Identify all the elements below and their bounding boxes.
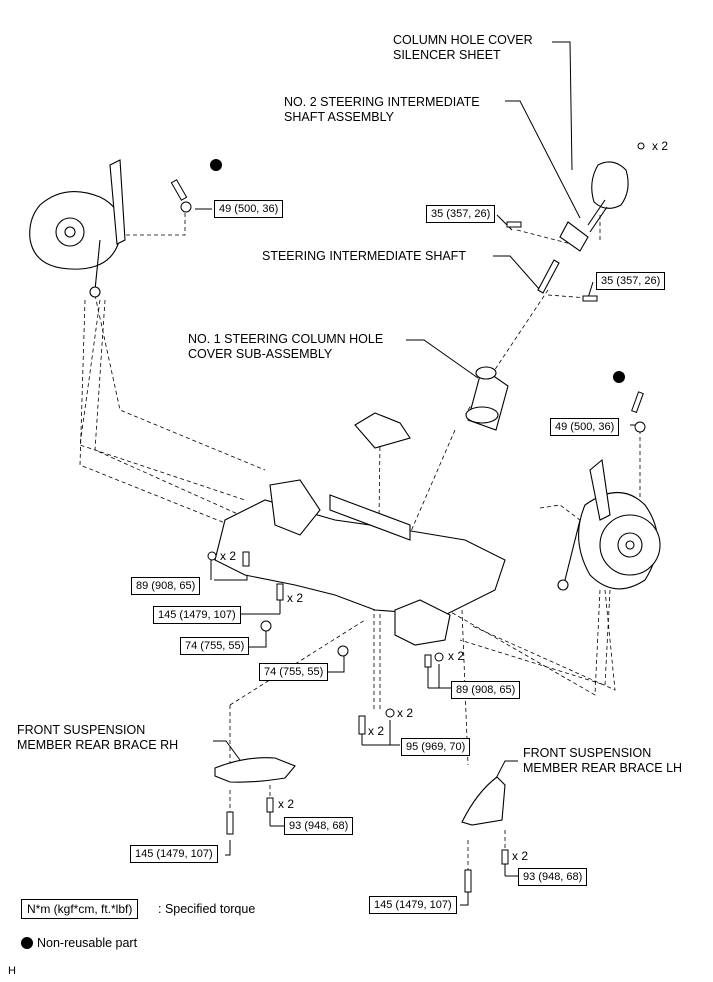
label-line: FRONT SUSPENSION	[17, 723, 146, 737]
torque-95: 95 (969, 70)	[401, 738, 471, 756]
label-line: COVER SUB-ASSEMBLY	[188, 347, 333, 361]
legend-non-reusable-desc: Non-reusable part	[37, 936, 138, 950]
torque-93-lh: 93 (948, 68)	[518, 868, 588, 886]
brace-rh	[214, 757, 296, 783]
fasteners	[170, 142, 646, 893]
non-reusable-dot-right	[613, 371, 625, 383]
torque-145-rh: 145 (1479, 107)	[130, 845, 218, 863]
qty-145-mid: x 2	[287, 591, 304, 605]
legend-torque-unit: N*m (kgf*cm, ft.*lbf)	[21, 899, 139, 919]
torque-145-lh: 145 (1479, 107)	[369, 896, 457, 914]
torque-74-b: 74 (755, 55)	[259, 663, 329, 681]
qty-silencer-clips: x 2	[652, 139, 669, 153]
label-steering-intermediate-shaft: STEERING INTERMEDIATE SHAFT	[262, 249, 466, 264]
torque-49-right: 49 (500, 36)	[550, 418, 620, 436]
qty-93-lh: x 2	[512, 849, 529, 863]
brace-lh	[461, 776, 506, 826]
torque-145-mid: 145 (1479, 107)	[153, 606, 241, 624]
leader-no2-shaft	[505, 100, 581, 219]
label-line: NO. 2 STEERING INTERMEDIATE	[284, 95, 480, 109]
leader-silencer	[552, 41, 573, 171]
footer-code: H	[8, 965, 16, 977]
qty-93-rh: x 2	[278, 797, 295, 811]
torque-35-lower: 35 (357, 26)	[596, 272, 666, 290]
label-line: STEERING INTERMEDIATE SHAFT	[262, 249, 466, 263]
torque-35-upper: 35 (357, 26)	[426, 205, 496, 223]
label-line: MEMBER REAR BRACE RH	[17, 738, 179, 752]
qty-95-upper: x 2	[397, 706, 414, 720]
torque-89-right: 89 (908, 65)	[451, 681, 521, 699]
silencer-sheet	[591, 161, 629, 209]
torque-74-a: 74 (755, 55)	[180, 637, 250, 655]
leader-no1-cover	[406, 339, 479, 379]
label-line: MEMBER REAR BRACE LH	[523, 761, 683, 775]
qty-95-lower: x 2	[368, 724, 385, 738]
label-rear-brace-rh: FRONT SUSPENSION MEMBER REAR BRACE RH	[17, 723, 178, 753]
qty-89-left: x 2	[220, 549, 237, 563]
qty-89-right: x 2	[448, 649, 465, 663]
torque-93-rh: 93 (948, 68)	[284, 817, 354, 835]
label-line: FRONT SUSPENSION	[523, 746, 652, 760]
label-line: NO. 1 STEERING COLUMN HOLE	[188, 332, 384, 346]
leader-int-shaft	[493, 255, 541, 291]
leader-brace-rh	[213, 740, 241, 761]
torque-89-left: 89 (908, 65)	[131, 577, 201, 595]
component-shapes	[29, 159, 661, 826]
torque-49-left: 49 (500, 36)	[214, 200, 284, 218]
label-rear-brace-lh: FRONT SUSPENSION MEMBER REAR BRACE LH	[523, 746, 682, 776]
label-no2-steering-intermediate-shaft: NO. 2 STEERING INTERMEDIATE SHAFT ASSEMB…	[284, 95, 480, 125]
label-no1-steering-column-hole-cover: NO. 1 STEERING COLUMN HOLE COVER SUB-ASS…	[188, 332, 383, 362]
label-line: COLUMN HOLE COVER	[393, 33, 533, 47]
label-column-hole-cover-silencer-sheet: COLUMN HOLE COVER SILENCER SHEET	[393, 33, 533, 63]
legend-non-reusable-dot	[21, 937, 33, 949]
non-reusable-dot-left	[210, 159, 222, 171]
legend-torque-desc: : Specified torque	[158, 902, 256, 916]
label-line: SILENCER SHEET	[393, 48, 501, 62]
label-line: SHAFT ASSEMBLY	[284, 110, 394, 124]
